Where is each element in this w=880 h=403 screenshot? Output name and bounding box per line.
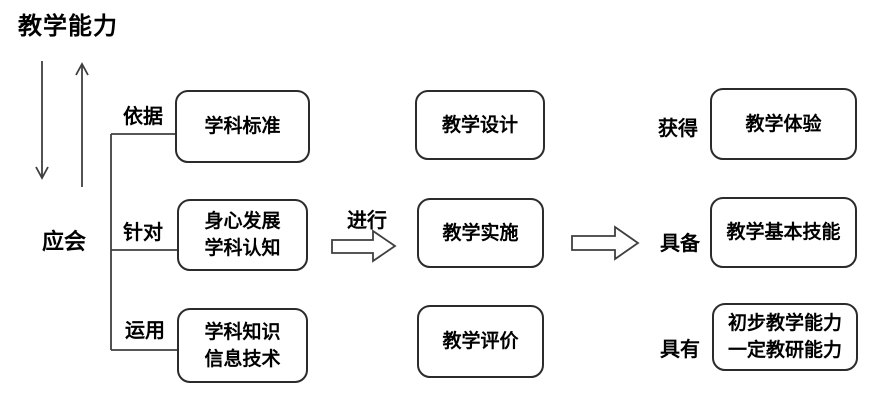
node-knowledge-technology: 学科知识 信息技术 [177,308,308,383]
relation-label-yiju: 依据 [123,104,163,128]
node-basic-teaching-skills: 教学基本技能 [710,197,857,268]
node-text: 教学基本技能 [726,221,841,244]
root-label-yinghui: 应会 [41,229,86,255]
node-teaching-evaluation: 教学评价 [417,305,544,378]
block-arrow-middle-to-right-icon [571,225,640,261]
node-subject-standards: 学科标准 [175,90,310,163]
node-text: 教学设计 [441,113,518,136]
node-text: 教学实施 [442,221,519,244]
node-text: 学科知识 [204,320,281,343]
up-arrow-icon [75,62,89,187]
node-preliminary-abilities: 初步教学能力 一定教研能力 [712,303,858,371]
block-arrow-left-to-middle-icon [331,229,397,263]
node-text: 初步教学能力 [727,312,842,335]
relation-label-jubei: 具备 [660,231,700,255]
node-text: 身心发展 [204,210,281,233]
node-text: 学科认知 [204,237,281,259]
arrow-label-jinxing: 进行 [347,208,387,232]
node-teaching-experience: 教学体验 [710,88,857,160]
node-teaching-implementation: 教学实施 [417,198,544,268]
page-title: 教学能力 [18,11,118,40]
bracket-connector [110,133,178,351]
node-development-cognition: 身心发展 学科认知 [177,199,308,271]
relation-label-zhendui: 针对 [123,220,163,244]
node-text: 信息技术 [204,347,281,370]
node-text: 教学体验 [745,112,822,135]
relation-label-juyou: 具有 [660,337,700,361]
node-teaching-design: 教学设计 [415,90,545,160]
node-text: 学科标准 [204,115,281,138]
relation-label-huode: 获得 [658,116,698,140]
node-text: 一定教研能力 [727,339,842,361]
node-text: 教学评价 [442,330,519,353]
down-arrow-icon [35,61,49,180]
relation-label-yunyong: 运用 [125,318,165,342]
